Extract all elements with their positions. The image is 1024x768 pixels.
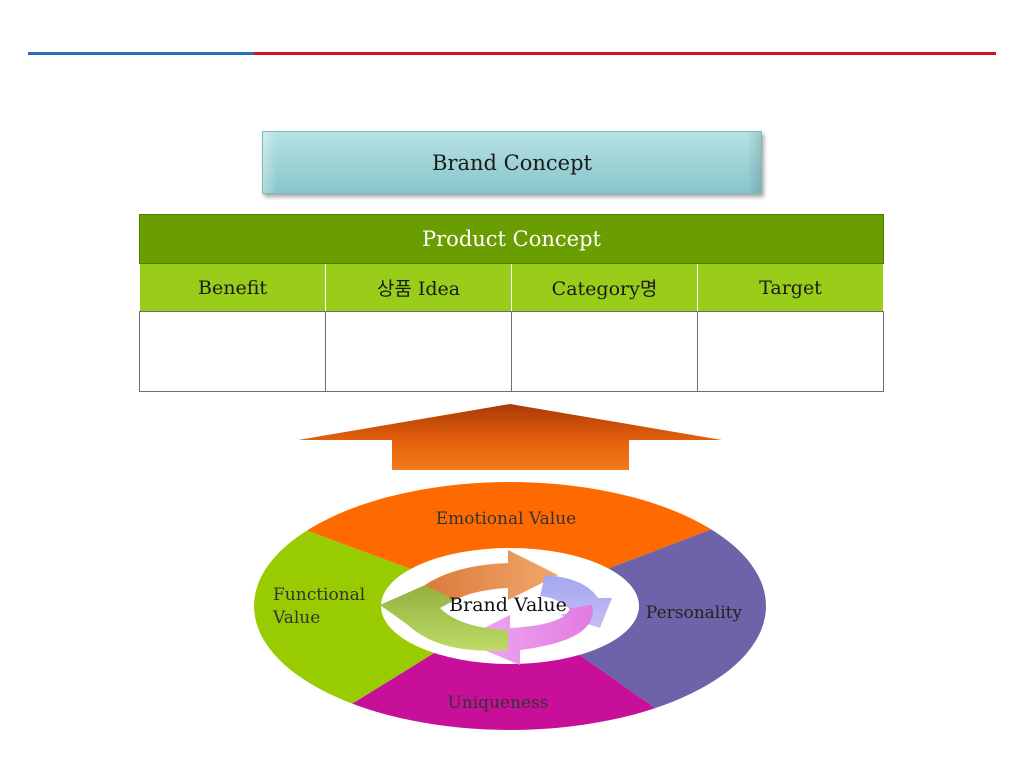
cell-product-idea: [325, 311, 512, 392]
column-category: Category명: [511, 263, 698, 312]
label-functional-line2: Value: [272, 608, 320, 628]
product-concept-table: Product Concept Benefit 상품 Idea Category…: [139, 214, 884, 392]
cell-category: [511, 311, 698, 392]
up-arrow: [298, 404, 722, 470]
label-center-brand-value: Brand Value: [449, 594, 567, 616]
top-rule-blue: [28, 52, 260, 55]
cycle-arrow-blue: [540, 575, 612, 628]
label-functional-line1: Functional: [273, 585, 365, 605]
brand-concept-box: Brand Concept: [262, 131, 762, 194]
label-personality: Personality: [646, 603, 743, 623]
cycle-arrow-green: [380, 585, 508, 651]
brand-concept-label: Brand Concept: [432, 150, 592, 175]
cell-benefit: [139, 311, 326, 392]
segment-uniqueness: [340, 606, 660, 730]
column-product-idea: 상품 Idea: [325, 263, 512, 312]
cycle-arrow-orange: [425, 550, 558, 603]
cell-target: [697, 311, 884, 392]
top-rule-red: [254, 52, 996, 55]
column-benefit: Benefit: [139, 263, 326, 312]
label-uniqueness: Uniqueness: [447, 693, 548, 713]
label-emotional-value: Emotional Value: [436, 509, 577, 529]
segment-functional: [254, 528, 510, 705]
product-concept-title: Product Concept: [139, 214, 884, 264]
segment-emotional: [300, 482, 715, 606]
column-target: Target: [697, 263, 884, 312]
cycle-arrows: [380, 550, 612, 665]
